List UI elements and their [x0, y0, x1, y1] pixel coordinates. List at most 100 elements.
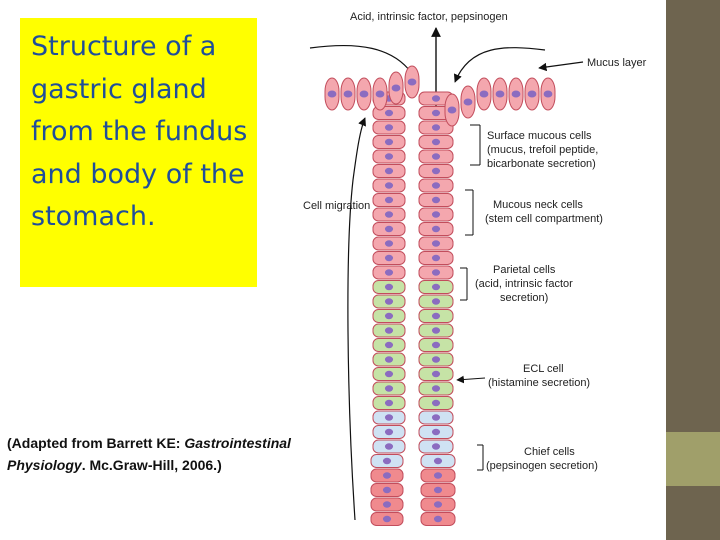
right-neck-cell-nucleus — [431, 225, 441, 233]
left-surface-cell-nucleus — [384, 109, 394, 117]
right-parietal-cell-nucleus — [431, 312, 441, 320]
left-surface-cell-nucleus — [384, 182, 394, 189]
left-neck-cell-nucleus — [384, 269, 394, 276]
right-parietal-cell-nucleus — [431, 283, 441, 291]
decorative-side-bar-accent — [666, 432, 720, 486]
left-parietal-cell-nucleus — [384, 312, 394, 320]
right-surface-cell-nucleus — [431, 124, 441, 131]
right-parietal-cell-nucleus — [431, 298, 441, 305]
mucous-neck-line1: Mucous neck cells — [493, 199, 583, 211]
gastric-gland-diagram: Acid, intrinsic factor, pepsinogen Mucus… — [303, 11, 647, 526]
ecl-label-group: ECL cell (histamine secretion) — [456, 363, 590, 389]
parietal-line1: Parietal cells — [493, 264, 556, 276]
right-parietal-cell-nucleus — [431, 370, 441, 378]
right-neck-cell-nucleus — [431, 269, 441, 276]
right-ecl-cell-nucleus — [433, 457, 443, 465]
mucous-neck-label-group: Mucous neck cells (stem cell compartment… — [465, 189, 603, 236]
left-ecl-cell-nucleus — [384, 414, 394, 421]
left-parietal-cell-nucleus — [384, 356, 394, 363]
citation: (Adapted from Barrett KE: Gastrointestin… — [7, 432, 307, 476]
right-neck-cell-nucleus — [431, 254, 441, 262]
parietal-label-group: Parietal cells (acid, intrinsic factor s… — [460, 264, 573, 304]
slide-title: Structure of a gastric gland from the fu… — [31, 31, 248, 232]
left-neck-cell-nucleus — [384, 240, 394, 247]
citation-suffix: . Mc.Graw-Hill, 2006.) — [81, 457, 222, 473]
chief-line1: Chief cells — [524, 446, 575, 458]
surface-cell-nucleus — [391, 84, 401, 92]
surface-cell-nucleus — [407, 78, 417, 86]
right-neck-cell-nucleus — [431, 211, 441, 218]
left-parietal-cell-nucleus — [384, 370, 394, 378]
ecl-line1: ECL cell — [523, 363, 564, 375]
left-parietal-cell-nucleus — [384, 385, 394, 392]
mucus-layer-pointer — [538, 61, 584, 72]
right-surface-cell-nucleus — [431, 182, 441, 189]
left-chief-cell-nucleus — [382, 515, 392, 523]
right-surface-cell-nucleus — [431, 95, 441, 102]
mucus-flow-right — [453, 47, 546, 83]
left-ecl-cell-nucleus — [384, 443, 394, 450]
citation-book: Gastrointestinal Physiology — [7, 435, 291, 473]
left-surface-cell-nucleus — [384, 124, 394, 131]
left-surface-cell-nucleus — [384, 167, 394, 175]
left-neck-cell-nucleus — [384, 225, 394, 233]
left-parietal-cell-nucleus — [384, 283, 394, 291]
right-ecl-cell-nucleus — [431, 443, 441, 450]
left-surface-cell-nucleus — [384, 196, 394, 204]
left-parietal-cell-nucleus — [384, 399, 394, 407]
right-neck-cell-nucleus — [431, 240, 441, 247]
surface-cell-nucleus — [463, 98, 473, 106]
left-ecl-cell-nucleus — [384, 428, 394, 436]
surface-cell-nucleus — [327, 90, 337, 98]
surface-cell-nucleus — [527, 90, 537, 98]
surface-mucous-line2: (mucus, trefoil peptide, — [487, 144, 598, 156]
left-chief-cell-nucleus — [382, 501, 392, 508]
chief-line2: (pepsinogen secretion) — [486, 460, 598, 472]
mucus-layer-label: Mucus layer — [587, 57, 647, 69]
cell-migration-arrow — [347, 117, 366, 521]
left-neck-cell-nucleus — [384, 254, 394, 262]
surface-cell-nucleus — [447, 106, 457, 114]
mucous-neck-line2: (stem cell compartment) — [485, 213, 603, 225]
top-secretion-label: Acid, intrinsic factor, pepsinogen — [350, 11, 508, 23]
right-surface-cell-nucleus — [431, 153, 441, 160]
ecl-line2: (histamine secretion) — [488, 377, 590, 389]
right-parietal-cell-nucleus — [431, 341, 441, 349]
right-chief-cell-nucleus — [433, 486, 443, 494]
surface-cell-nucleus — [511, 90, 521, 98]
left-ecl-cell-nucleus — [382, 457, 392, 465]
surface-cell-nucleus — [359, 90, 369, 98]
right-surface-cell-nucleus — [431, 138, 441, 146]
left-chief-cell-nucleus — [382, 472, 392, 479]
right-parietal-cell-nucleus — [431, 327, 441, 334]
gland-right-column — [418, 91, 456, 526]
parietal-line2: (acid, intrinsic factor — [475, 278, 573, 290]
left-surface-cell-nucleus — [384, 138, 394, 146]
surface-epithelium-left — [324, 65, 420, 111]
right-surface-cell-nucleus — [431, 196, 441, 204]
surface-cell-nucleus — [343, 90, 353, 98]
surface-epithelium-right — [444, 77, 556, 127]
surface-cell-nucleus — [543, 90, 553, 98]
right-parietal-cell-nucleus — [431, 356, 441, 363]
right-chief-cell-nucleus — [433, 501, 443, 508]
title-box: Structure of a gastric gland from the fu… — [20, 18, 257, 287]
right-parietal-cell-nucleus — [431, 385, 441, 392]
left-surface-cell-nucleus — [384, 153, 394, 160]
parietal-line3: secretion) — [500, 292, 548, 304]
cell-migration-label: Cell migration — [303, 200, 370, 212]
chief-label-group: Chief cells (pepsinogen secretion) — [477, 444, 598, 472]
surface-mucous-line3: bicarbonate secretion) — [487, 158, 596, 170]
right-ecl-cell-nucleus — [431, 414, 441, 421]
left-parietal-cell-nucleus — [384, 327, 394, 334]
right-parietal-cell-nucleus — [431, 399, 441, 407]
surface-mucous-line1: Surface mucous cells — [487, 130, 592, 142]
gland-left-column — [370, 91, 406, 526]
right-ecl-cell-nucleus — [431, 428, 441, 436]
left-parietal-cell-nucleus — [384, 341, 394, 349]
surface-cell-nucleus — [375, 90, 385, 98]
right-surface-cell-nucleus — [431, 109, 441, 117]
left-parietal-cell-nucleus — [384, 298, 394, 305]
citation-prefix: (Adapted from Barrett KE: — [7, 435, 185, 451]
surface-cell-nucleus — [495, 90, 505, 98]
